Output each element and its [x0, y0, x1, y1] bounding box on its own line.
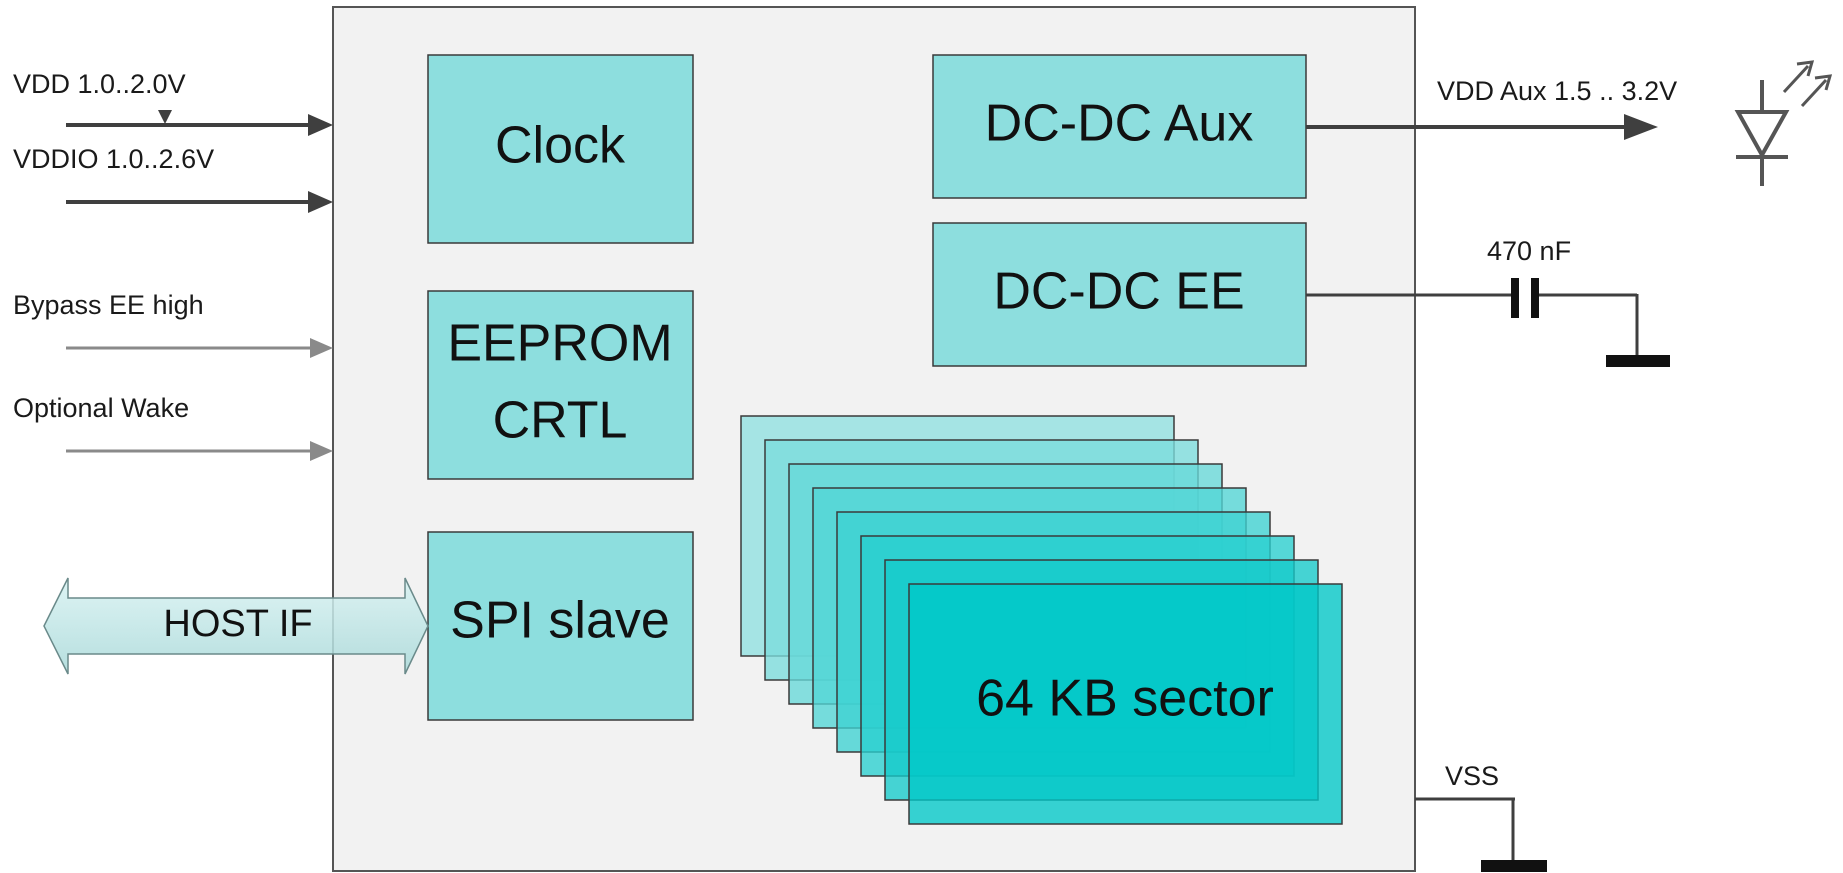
vddio-label: VDDIO 1.0..2.6V: [13, 144, 214, 174]
vss-output: VSS: [1415, 761, 1547, 872]
wake-input: Optional Wake: [13, 393, 333, 461]
sector-stack: [740, 415, 1343, 825]
dcdc-aux-block: DC-DC Aux: [932, 54, 1307, 199]
spi-label: SPI slave: [450, 592, 670, 650]
vdd-label: VDD 1.0..2.0V: [13, 69, 186, 99]
vdd-aux-arrow-icon: [1624, 114, 1658, 140]
capacitor-470nf: 470 nF: [1306, 236, 1670, 367]
bypass-input: Bypass EE high: [13, 290, 333, 358]
vdd-aux-output: VDD Aux 1.5 .. 3.2V: [1306, 76, 1677, 140]
bypass-arrow-icon: [310, 338, 333, 358]
sector-label: 64 KB sector: [976, 670, 1274, 728]
host-if-label: HOST IF: [163, 603, 312, 645]
clock-label: Clock: [495, 117, 626, 175]
led-icon: [1734, 60, 1833, 186]
clock-block: Clock: [427, 54, 694, 244]
vddio-input: VDDIO 1.0..2.6V: [13, 144, 333, 213]
vss-ground-icon: [1481, 860, 1547, 872]
dcdc-aux-label: DC-DC Aux: [985, 95, 1254, 153]
spi-slave-block: SPI slave: [427, 531, 694, 721]
vdd-arrow-icon: [308, 114, 333, 136]
vddio-arrow-icon: [308, 191, 333, 213]
eeprom-ctrl-block: EEPROM CRTL: [427, 290, 694, 480]
ground-icon: [1606, 355, 1670, 367]
dcdc-ee-block: DC-DC EE: [932, 222, 1307, 367]
vdd-marker-icon: [158, 110, 172, 124]
dcdc-ee-label: DC-DC EE: [993, 263, 1244, 321]
host-if-arrow: HOST IF: [43, 577, 429, 675]
cap-label: 470 nF: [1487, 236, 1571, 266]
bypass-label: Bypass EE high: [13, 290, 204, 320]
eeprom-label-line2: CRTL: [493, 392, 628, 450]
vdd-aux-label: VDD Aux 1.5 .. 3.2V: [1437, 76, 1677, 106]
eeprom-label-line1: EEPROM: [447, 315, 672, 373]
wake-label: Optional Wake: [13, 393, 189, 423]
vss-label: VSS: [1445, 761, 1499, 791]
host-if-arrow-icon: [43, 577, 429, 675]
sector-page: [908, 583, 1343, 825]
capacitor-icon: [1511, 278, 1519, 318]
wake-arrow-icon: [310, 441, 333, 461]
vdd-input: VDD 1.0..2.0V: [13, 69, 333, 136]
